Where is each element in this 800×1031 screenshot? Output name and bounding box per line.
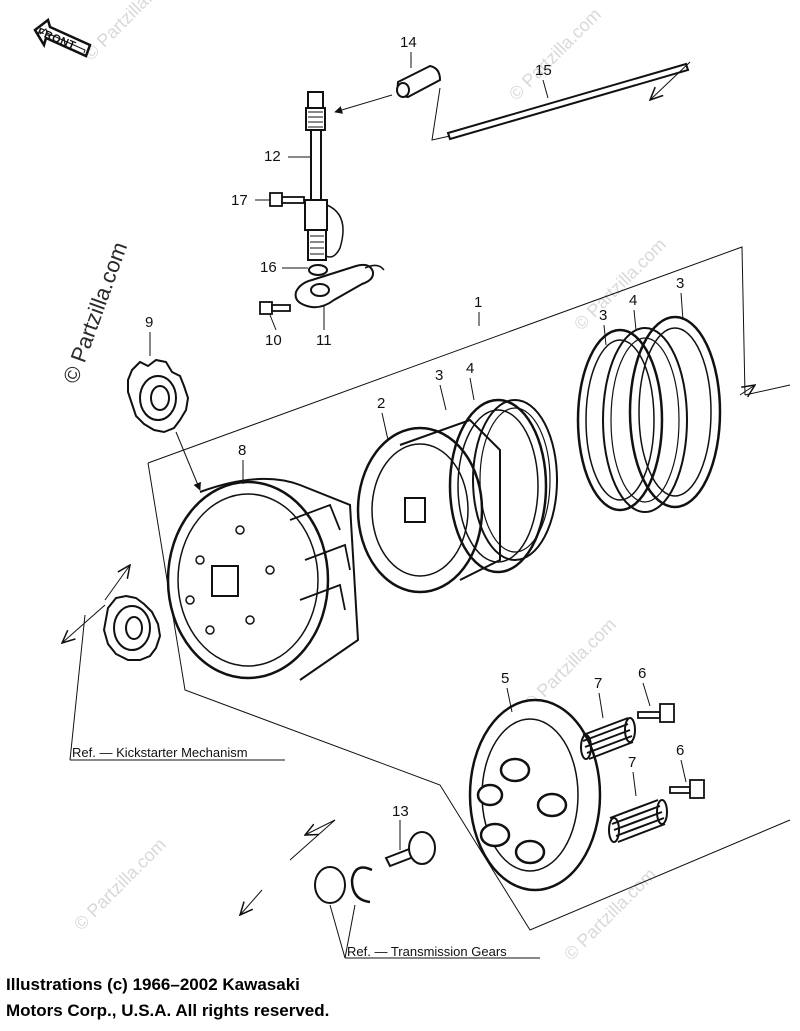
- copyright-line-1: Illustrations (c) 1966–2002 Kawasaki: [6, 975, 300, 994]
- friction-plate: [448, 398, 548, 574]
- lever: [294, 263, 385, 309]
- callout-7: 7: [628, 754, 637, 771]
- leader-lines: [149, 52, 687, 850]
- circlip: [350, 866, 373, 904]
- steel-plate: [602, 327, 688, 513]
- callout-9: 9: [145, 314, 154, 331]
- callout-2: 2: [377, 395, 386, 412]
- callout-6: 6: [676, 742, 685, 759]
- assembly-arrows: [62, 61, 755, 959]
- friction-plate: [576, 328, 664, 512]
- pusher: [384, 831, 436, 868]
- gear: [127, 358, 190, 434]
- pusher: [396, 64, 442, 99]
- callout-8: 8: [238, 442, 247, 459]
- callout-14: 14: [400, 34, 417, 51]
- callout-6: 6: [638, 665, 647, 682]
- gear: [102, 594, 162, 661]
- push-rod: [446, 62, 690, 141]
- callout-12: 12: [264, 148, 281, 165]
- callout-1: 1: [474, 294, 483, 311]
- callout-3: 3: [599, 307, 608, 324]
- bolt: [269, 192, 305, 207]
- callout-17: 17: [231, 192, 248, 209]
- steel-plate: [472, 399, 558, 561]
- washer: [308, 264, 328, 276]
- callout-7: 7: [594, 675, 603, 692]
- callout-4: 4: [466, 360, 475, 377]
- bolt: [259, 301, 291, 315]
- spring: [608, 799, 668, 843]
- ref-kickstarter-mechanism: Ref. — Kickstarter Mechanism: [72, 745, 248, 760]
- friction-plate: [628, 315, 722, 509]
- spring: [580, 717, 636, 760]
- callout-11: 11: [316, 332, 332, 349]
- callout-3: 3: [676, 275, 685, 292]
- pressure-plate: [468, 698, 602, 892]
- copyright-notice: Illustrations (c) 1966–2002 Kawasaki Mot…: [6, 972, 526, 1024]
- shaft: [304, 91, 344, 261]
- front-arrow-icon: [33, 17, 92, 58]
- callout-10: 10: [265, 332, 282, 349]
- callout-4: 4: [629, 292, 638, 309]
- clutch-housing: [166, 477, 360, 681]
- ref-transmission-gears: Ref. — Transmission Gears: [347, 944, 507, 959]
- callout-13: 13: [392, 803, 409, 820]
- callout-16: 16: [260, 259, 277, 276]
- callout-3: 3: [435, 367, 444, 384]
- callout-5: 5: [501, 670, 510, 687]
- washer: [314, 866, 346, 904]
- callout-15: 15: [535, 62, 552, 79]
- bolt: [637, 703, 675, 723]
- copyright-line-2: Motors Corp., U.S.A. All rights reserved…: [6, 1001, 330, 1020]
- bolt: [669, 779, 705, 799]
